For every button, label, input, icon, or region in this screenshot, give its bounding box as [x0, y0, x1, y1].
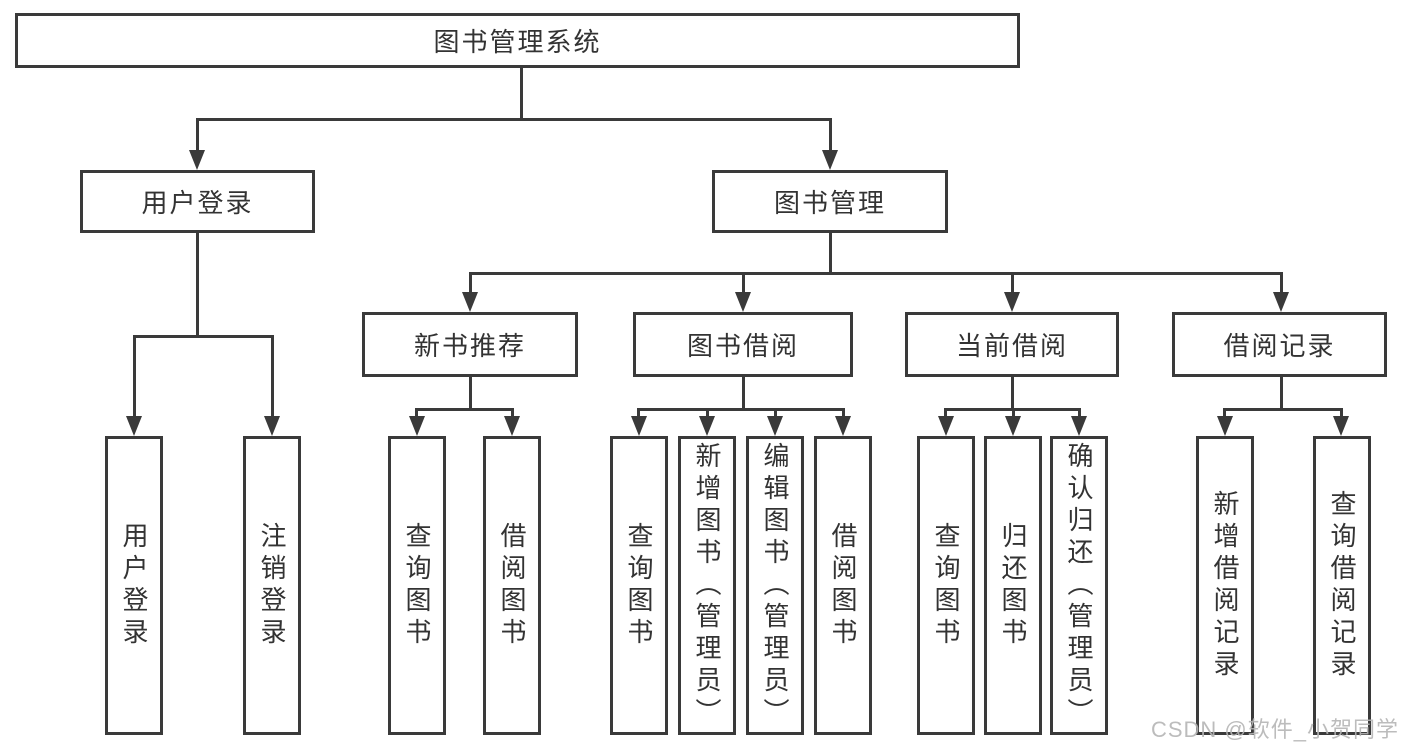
connector-vline — [520, 68, 523, 118]
leaf-recommend-query-book: 查询图书 — [388, 436, 446, 735]
node-book-borrow: 图书借阅 — [633, 312, 853, 377]
leaf-query-borrow-record: 查询借阅记录 — [1313, 436, 1371, 735]
connector-vline — [1223, 408, 1226, 416]
connector-vline — [944, 408, 947, 416]
leaf-current-query-book: 查询图书 — [917, 436, 975, 735]
connector-hline — [415, 408, 514, 411]
leaf-logout: 注销登录 — [243, 436, 301, 735]
leaf-add-book-admin: 新增图书（管理员） — [678, 436, 736, 735]
leaf-add-book-admin-label: 新增图书（管理员） — [692, 441, 722, 730]
connector-arrowhead — [264, 416, 280, 436]
connector-vline — [706, 408, 709, 416]
leaf-edit-book-admin: 编辑图书（管理员） — [746, 436, 804, 735]
leaf-add-borrow-record: 新增借阅记录 — [1196, 436, 1254, 735]
leaf-borrow-book-label: 借阅图书 — [828, 521, 858, 650]
connector-hline — [133, 335, 274, 338]
connector-vline — [637, 408, 640, 416]
connector-vline — [742, 377, 745, 408]
node-borrow-record: 借阅记录 — [1172, 312, 1387, 377]
leaf-return-book: 归还图书 — [984, 436, 1042, 735]
connector-arrowhead — [699, 416, 715, 436]
leaf-recommend-borrow-book-label: 借阅图书 — [497, 521, 527, 650]
node-book-management: 图书管理 — [712, 170, 948, 233]
connector-vline — [271, 335, 274, 416]
leaf-query-borrow-record-label: 查询借阅记录 — [1327, 489, 1357, 682]
leaf-confirm-return-admin-label: 确认归还（管理员） — [1064, 441, 1094, 730]
connector-vline — [829, 118, 832, 150]
connector-hline — [637, 408, 845, 411]
connector-arrowhead — [767, 416, 783, 436]
connector-vline — [196, 118, 199, 150]
connector-vline — [774, 408, 777, 416]
connector-arrowhead — [409, 416, 425, 436]
connector-arrowhead — [189, 150, 205, 170]
leaf-recommend-borrow-book: 借阅图书 — [483, 436, 541, 735]
connector-arrowhead — [1273, 292, 1289, 312]
connector-hline — [469, 272, 1283, 275]
leaf-borrow-book: 借阅图书 — [814, 436, 872, 735]
node-book-borrow-label: 图书借阅 — [686, 331, 799, 361]
leaf-edit-book-admin-label: 编辑图书（管理员） — [760, 441, 790, 730]
connector-arrowhead — [938, 416, 954, 436]
leaf-confirm-return-admin: 确认归还（管理员） — [1050, 436, 1108, 735]
node-user-login: 用户登录 — [80, 170, 315, 233]
leaf-borrow-query-book: 查询图书 — [610, 436, 668, 735]
leaf-logout-label: 注销登录 — [257, 521, 287, 650]
connector-vline — [196, 233, 199, 335]
connector-vline — [1011, 377, 1014, 408]
connector-arrowhead — [822, 150, 838, 170]
node-current-borrow: 当前借阅 — [905, 312, 1119, 377]
connector-arrowhead — [631, 416, 647, 436]
node-borrow-record-label: 借阅记录 — [1223, 331, 1336, 361]
connector-vline — [1340, 408, 1343, 416]
connector-arrowhead — [1005, 416, 1021, 436]
connector-vline — [511, 408, 514, 416]
connector-vline — [1078, 408, 1081, 416]
connector-vline — [1280, 377, 1283, 408]
connector-arrowhead — [504, 416, 520, 436]
leaf-add-borrow-record-label: 新增借阅记录 — [1210, 489, 1240, 682]
connector-vline — [415, 408, 418, 416]
leaf-recommend-query-book-label: 查询图书 — [402, 521, 432, 650]
node-user-login-label: 用户登录 — [141, 188, 254, 218]
connector-arrowhead — [126, 416, 142, 436]
connector-vline — [469, 377, 472, 408]
connector-vline — [829, 233, 832, 272]
connector-hline — [196, 118, 832, 121]
connector-arrowhead — [1071, 416, 1087, 436]
connector-vline — [133, 335, 136, 416]
connector-arrowhead — [1004, 292, 1020, 312]
connector-vline — [842, 408, 845, 416]
leaf-borrow-query-book-label: 查询图书 — [624, 521, 654, 650]
connector-vline — [1011, 272, 1014, 292]
connector-vline — [1280, 272, 1283, 292]
connector-arrowhead — [735, 292, 751, 312]
connector-arrowhead — [1217, 416, 1233, 436]
watermark: CSDN @软件_小贺同学 — [1150, 717, 1399, 742]
connector-arrowhead — [835, 416, 851, 436]
connector-vline — [1012, 408, 1015, 416]
leaf-return-book-label: 归还图书 — [998, 521, 1028, 650]
connector-vline — [469, 272, 472, 292]
connector-arrowhead — [462, 292, 478, 312]
leaf-user-login-label: 用户登录 — [119, 521, 149, 650]
connector-hline — [1223, 408, 1343, 411]
node-new-book-recommend-label: 新书推荐 — [413, 331, 526, 361]
node-system-root: 图书管理系统 — [15, 13, 1020, 68]
leaf-current-query-book-label: 查询图书 — [931, 521, 961, 650]
node-book-management-label: 图书管理 — [773, 188, 886, 218]
node-new-book-recommend: 新书推荐 — [362, 312, 578, 377]
node-current-borrow-label: 当前借阅 — [955, 331, 1068, 361]
leaf-user-login: 用户登录 — [105, 436, 163, 735]
node-system-root-label: 图书管理系统 — [433, 27, 602, 57]
connector-vline — [742, 272, 745, 292]
connector-arrowhead — [1333, 416, 1349, 436]
